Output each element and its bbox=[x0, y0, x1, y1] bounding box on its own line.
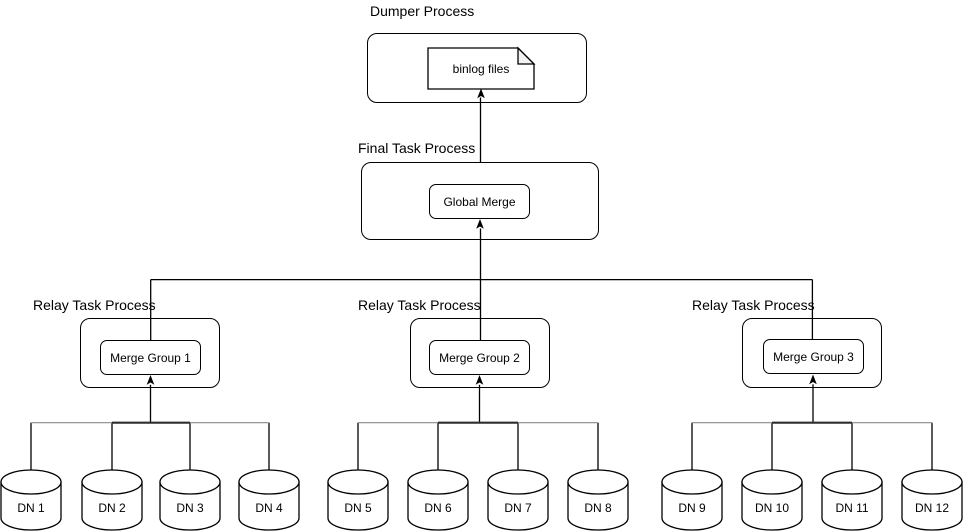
cylinder-body bbox=[487, 481, 549, 531]
dn-11-label: DN 11 bbox=[835, 501, 869, 515]
merge-group-1-box: Merge Group 1 bbox=[100, 340, 201, 375]
arrowhead-binlog bbox=[477, 88, 485, 99]
cylinder-top bbox=[821, 469, 883, 495]
cylinder-body bbox=[327, 481, 389, 531]
dn-2-label: DN 2 bbox=[98, 501, 126, 515]
dn-cylinders bbox=[0, 469, 963, 531]
dn-12-label: DN 12 bbox=[914, 501, 949, 515]
arrowhead-merge-group-1 bbox=[146, 375, 155, 385]
cylinder-body bbox=[238, 481, 300, 531]
cylinder-top bbox=[487, 469, 549, 495]
note-fold-corner bbox=[517, 46, 536, 65]
cylinder-body bbox=[821, 481, 883, 531]
cylinder-top bbox=[661, 469, 723, 495]
dn-cylinder-3 bbox=[159, 469, 221, 531]
merge-group-2-box: Merge Group 2 bbox=[429, 340, 530, 375]
relay-task-process-3-container bbox=[742, 318, 882, 388]
cylinder-top bbox=[159, 469, 221, 495]
dn-cylinder-9 bbox=[661, 469, 723, 531]
binlog-files-note bbox=[427, 46, 536, 90]
dn-cylinder-8 bbox=[567, 469, 629, 531]
dn-cylinder-12 bbox=[901, 469, 963, 531]
note-body bbox=[427, 47, 535, 90]
cylinder-body bbox=[901, 481, 963, 531]
cylinder-body bbox=[81, 481, 143, 531]
relay-task-process-2-container bbox=[410, 318, 550, 388]
dn-3-label: DN 3 bbox=[176, 501, 204, 515]
dn-cylinder-2 bbox=[81, 469, 143, 531]
dn-cylinder-6 bbox=[407, 469, 469, 531]
arrowheads bbox=[146, 88, 817, 385]
dumper-process-container bbox=[367, 33, 587, 103]
dn-1-label: DN 1 bbox=[17, 501, 45, 515]
global-merge-box: Global Merge bbox=[429, 184, 530, 219]
dn-8-label: DN 8 bbox=[584, 501, 612, 515]
dn-cylinder-10 bbox=[741, 469, 803, 531]
relay-task-process-1-container bbox=[80, 318, 220, 388]
cylinder-body bbox=[0, 481, 62, 531]
merge-group-3-box: Merge Group 3 bbox=[763, 339, 864, 374]
dn-7-label: DN 7 bbox=[504, 501, 532, 515]
cylinder-body bbox=[661, 481, 723, 531]
cylinder-body bbox=[741, 481, 803, 531]
cylinder-body bbox=[407, 481, 469, 531]
relay-task-process-2-label: Relay Task Process bbox=[358, 297, 481, 313]
cylinder-top bbox=[407, 469, 469, 495]
cylinder-top bbox=[0, 469, 62, 495]
dn-10-label: DN 10 bbox=[754, 501, 789, 515]
final-task-process-container bbox=[361, 162, 599, 240]
relay-task-process-3-label: Relay Task Process bbox=[692, 297, 815, 313]
dn-9-label: DN 9 bbox=[678, 501, 706, 515]
dn-6-label: DN 6 bbox=[424, 501, 452, 515]
dn-cylinder-1 bbox=[0, 469, 62, 531]
cylinder-body bbox=[159, 481, 221, 531]
arrowhead-global-merge bbox=[476, 219, 484, 229]
arrowhead-merge-group-2 bbox=[475, 375, 484, 385]
cylinder-top bbox=[567, 469, 629, 495]
cylinder-body bbox=[567, 481, 629, 531]
cylinder-top bbox=[238, 469, 300, 495]
dn-cylinder-7 bbox=[487, 469, 549, 531]
dn-4-label: DN 4 bbox=[255, 501, 283, 515]
arrowhead-merge-group-3 bbox=[809, 374, 817, 385]
cylinder-top bbox=[327, 469, 389, 495]
cylinder-top bbox=[901, 469, 963, 495]
dn-cylinder-4 bbox=[238, 469, 300, 531]
cylinder-top bbox=[81, 469, 143, 495]
binlog-files-label: binlog files bbox=[452, 61, 510, 76]
dn-cylinder-11 bbox=[821, 469, 883, 531]
dumper-process-label: Dumper Process bbox=[370, 3, 475, 19]
connector-lines bbox=[30, 97, 933, 471]
relay-task-process-1-label: Relay Task Process bbox=[33, 297, 156, 313]
final-task-process-label: Final Task Process bbox=[358, 140, 476, 156]
cylinder-top bbox=[741, 469, 803, 495]
dn-5-label: DN 5 bbox=[344, 501, 372, 515]
dn-cylinder-5 bbox=[327, 469, 389, 531]
